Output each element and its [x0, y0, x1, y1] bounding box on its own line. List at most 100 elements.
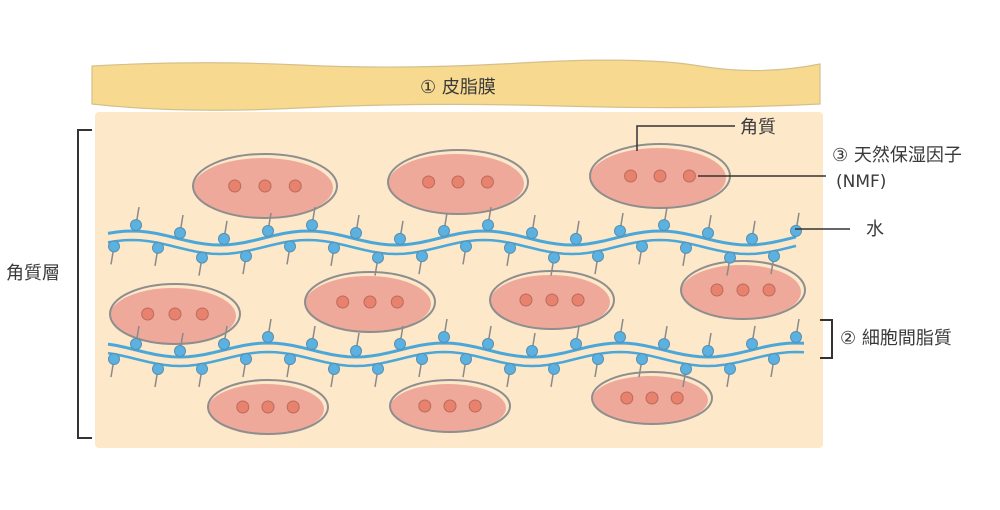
lipid-head — [108, 353, 120, 366]
nmf-dot — [624, 169, 638, 183]
lipid-head — [394, 232, 406, 245]
sebum-membrane-band — [91, 59, 821, 111]
nmf-dot — [236, 400, 250, 414]
lipid-head — [108, 240, 120, 253]
sebum-membrane-label: ① 皮脂膜 — [420, 77, 496, 98]
water-layer-line — [107, 341, 805, 359]
water-layer-line — [107, 238, 797, 256]
nmf-dot — [195, 307, 209, 321]
nmf-dot — [228, 179, 242, 193]
lipid-head — [614, 331, 626, 344]
lipid-head — [768, 250, 780, 263]
corneocyte-outline — [207, 379, 329, 435]
intercellular-lipids-group — [107, 206, 805, 388]
lipid-head — [350, 344, 362, 357]
water-label: 水 — [866, 219, 884, 240]
lipid-head — [306, 338, 318, 351]
lipid-head — [130, 219, 142, 232]
lipid-head — [174, 227, 186, 240]
lipid-head — [570, 337, 582, 350]
nmf-dot — [288, 179, 302, 193]
nmf-dot — [286, 400, 300, 414]
corneocyte — [680, 260, 806, 320]
lipid-head — [196, 251, 208, 264]
lipid-head — [284, 353, 296, 366]
lipid-head — [306, 219, 318, 232]
lipid-head — [218, 232, 230, 245]
corneocyte-outline — [387, 149, 529, 215]
lipid-head — [152, 362, 164, 375]
lipid-head — [152, 241, 164, 254]
lipid-head — [218, 337, 230, 350]
nmf-dot — [653, 169, 667, 183]
corneocyte — [304, 271, 436, 333]
corneocyte — [192, 153, 338, 219]
corneocyte-outline — [192, 153, 338, 219]
lipid-head — [372, 251, 384, 264]
corneocyte-outline — [591, 371, 713, 425]
nmf-dot — [519, 293, 533, 307]
lipid-head — [636, 240, 648, 253]
nmf-dot — [545, 293, 559, 307]
stratum-corneum-label: 角質層 — [6, 263, 60, 284]
lipid-head — [702, 344, 714, 357]
lipid-head — [746, 232, 758, 245]
lipid-head — [130, 338, 142, 351]
lipid-head — [394, 337, 406, 350]
corneocyte — [489, 270, 615, 330]
lipid-head — [504, 362, 516, 375]
lipid-head — [790, 331, 802, 344]
corneocyte — [591, 371, 713, 425]
lipid-head — [416, 353, 428, 366]
lipid-head — [174, 344, 186, 357]
corneocyte — [207, 379, 329, 435]
intercellular-lipid-label: ② 細胞間脂質 — [840, 328, 952, 349]
lipid-head — [504, 241, 516, 254]
lipid-head — [350, 227, 362, 240]
nmf-dot — [451, 175, 465, 189]
lipid-head — [680, 363, 692, 376]
stratum-corneum-bracket — [77, 129, 92, 439]
nmf-dot — [443, 399, 457, 413]
lipid-head — [548, 251, 560, 264]
corneocyte-outline — [304, 271, 436, 333]
lipid-head — [768, 352, 780, 365]
lipid-head — [592, 353, 604, 366]
nmf-dot — [422, 175, 436, 189]
lipid-head — [482, 219, 494, 232]
lipid-head — [438, 331, 450, 344]
lipid-head — [482, 338, 494, 351]
nmf-dot — [670, 391, 684, 405]
corneocyte — [387, 149, 529, 215]
corneocyte-outline — [109, 283, 241, 345]
lipid-head — [262, 224, 274, 237]
lipid-head — [284, 240, 296, 253]
corneocyte-outline — [389, 379, 511, 433]
lipid-head — [614, 224, 626, 237]
lipid-head — [240, 250, 252, 263]
lipid-head — [658, 338, 670, 351]
nmf-dot — [363, 295, 377, 309]
nmf-dot — [682, 169, 696, 183]
lipid-head — [570, 232, 582, 245]
nmf-dot — [390, 295, 404, 309]
nmf-dot — [468, 399, 482, 413]
lipid-head — [702, 227, 714, 240]
lipid-head — [196, 362, 208, 375]
corneocytes-group — [109, 143, 806, 435]
corneocyte-label: 角質 — [740, 117, 776, 138]
nmf-dot — [261, 400, 275, 414]
lipid-head — [636, 353, 648, 366]
lipid-head — [680, 241, 692, 254]
lipid-head — [790, 224, 802, 237]
lipid-head — [526, 344, 538, 357]
lipid-head — [438, 224, 450, 237]
lipid-head — [262, 331, 274, 344]
lipid-head — [724, 251, 736, 264]
lipid-head — [460, 240, 472, 253]
lipid-head — [658, 219, 670, 232]
intercellular-lipid-bracket — [820, 319, 833, 359]
lipid-head — [416, 250, 428, 263]
nmf-dot — [571, 293, 585, 307]
